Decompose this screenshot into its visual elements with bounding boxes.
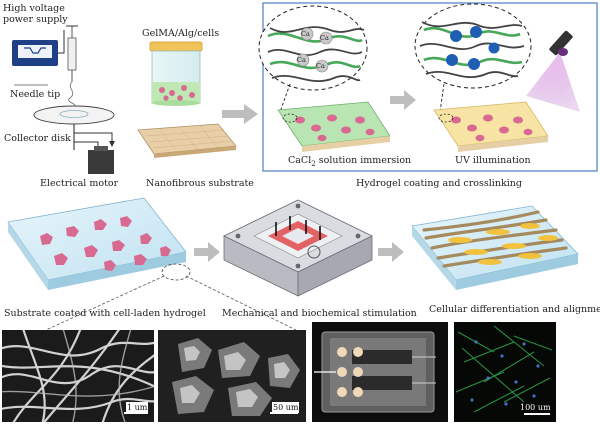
label-cacl2-immersion: CaCl2 solution immersion	[288, 155, 412, 168]
label-high-voltage: High voltage power supply	[3, 3, 68, 25]
label-substrate-coated: Substrate coated with cell-laden hydroge…	[4, 308, 206, 319]
sem-image-1: 1 um	[2, 330, 154, 422]
ionic-crosslink-zoom	[258, 5, 368, 113]
scale-bar-sem2: 50 um	[272, 402, 300, 413]
gelma-bottle	[149, 41, 203, 106]
label-gelma: GelMA/Alg/cells	[142, 28, 220, 39]
collector-disk	[33, 105, 115, 125]
label-uv-illumination: UV illumination	[455, 155, 531, 166]
sem-image-2: 50 um	[158, 330, 306, 422]
ion-label: Ca	[297, 56, 306, 64]
ion-label: Ca	[301, 30, 310, 38]
label-electrical-motor: Electrical motor	[40, 178, 119, 189]
hydrogel-box	[262, 2, 598, 172]
nanofibrous-substrate-sheet	[137, 123, 237, 158]
electrical-motor	[88, 150, 114, 174]
label-cell-diff: Cellular differentiation and alignment	[429, 304, 600, 315]
device-photo	[312, 322, 448, 422]
cell-laden-substrate	[7, 197, 191, 290]
syringe	[67, 37, 77, 71]
ion-label: Ca	[316, 62, 325, 70]
bioreactor-device	[222, 199, 374, 297]
label-needle-tip: Needle tip	[10, 89, 61, 100]
process-arrow-2	[390, 90, 416, 110]
power-supply-screen	[18, 45, 52, 58]
scale-bar-fluor: 100 um	[520, 403, 551, 412]
label-hydrogel-coating: Hydrogel coating and crosslinking	[356, 178, 522, 189]
aligned-cells-substrate	[411, 205, 579, 290]
process-arrow-1	[222, 104, 258, 124]
ion-label: Ca	[320, 34, 329, 42]
label-nanofibrous-substrate: Nanofibrous substrate	[146, 178, 254, 189]
gel-slab-yellow	[433, 101, 549, 152]
scale-bar-sem1: 1 um	[126, 402, 149, 413]
covalent-crosslink-zoom	[414, 3, 532, 113]
electrospinning-setup	[12, 25, 115, 174]
uv-lamp	[526, 30, 580, 112]
label-collector-disk: Collector disk	[4, 133, 71, 144]
fluorescence-image: 100 um	[454, 322, 556, 422]
process-arrow-4	[378, 242, 404, 262]
process-arrow-3	[194, 242, 220, 262]
gel-slab-green	[277, 101, 391, 152]
label-mech-bio: Mechanical and biochemical stimulation	[222, 308, 417, 319]
